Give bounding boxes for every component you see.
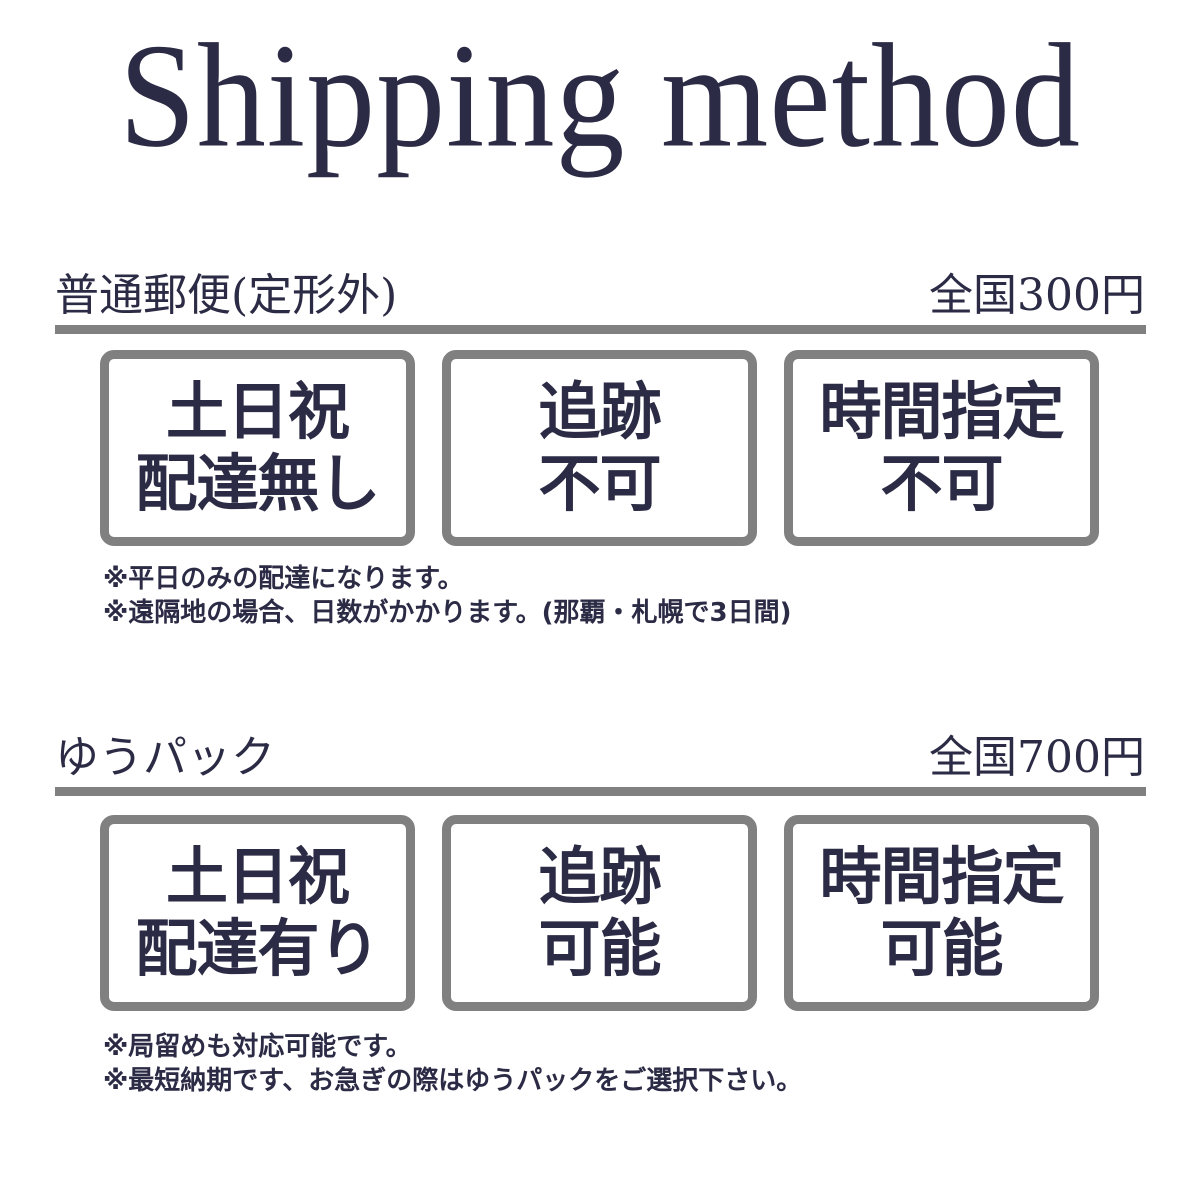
feature-line1: 追跡: [538, 840, 661, 913]
feature-line1: 時間指定: [819, 840, 1064, 913]
note: ※遠隔地の場合、日数がかかります。(那覇・札幌で3日間): [103, 598, 792, 628]
page-title: Shipping method: [119, 12, 1081, 178]
section-divider: [55, 325, 1146, 334]
feature-line1: 土日祝: [165, 375, 350, 448]
feature-line2: 配達有り: [135, 912, 380, 985]
feature-box-tracking: 追跡 可能: [442, 815, 757, 1011]
section-notes: ※平日のみの配達になります。 ※遠隔地の場合、日数がかかります。(那覇・札幌で3…: [103, 562, 792, 630]
note: ※局留めも対応可能です。: [103, 1032, 412, 1062]
section-name: ゆうパック: [55, 732, 275, 783]
section-divider: [55, 787, 1146, 796]
section-header: ゆうパック 全国700円: [55, 718, 1145, 788]
section-price: 全国300円: [929, 270, 1145, 321]
feature-line1: 追跡: [538, 375, 661, 448]
feature-box-time-designation: 時間指定 可能: [784, 815, 1099, 1011]
note: ※最短納期です、お急ぎの際はゆうパックをご選択下さい。: [103, 1066, 803, 1096]
feature-line2: 可能: [538, 912, 661, 985]
section-name: 普通郵便(定形外): [55, 270, 398, 321]
feature-line2: 可能: [880, 912, 1003, 985]
section-notes: ※局留めも対応可能です。 ※最短納期です、お急ぎの際はゆうパックをご選択下さい。: [103, 1030, 802, 1098]
feature-line2: 配達無し: [135, 447, 380, 520]
feature-box-time-designation: 時間指定 不可: [784, 350, 1099, 546]
feature-box-weekend-delivery: 土日祝 配達無し: [100, 350, 415, 546]
section-header: 普通郵便(定形外) 全国300円: [55, 256, 1145, 326]
feature-line1: 土日祝: [165, 840, 350, 913]
note: ※平日のみの配達になります。: [103, 564, 464, 594]
feature-line2: 不可: [880, 447, 1003, 520]
feature-line2: 不可: [538, 447, 661, 520]
feature-box-weekend-delivery: 土日祝 配達有り: [100, 815, 415, 1011]
feature-box-tracking: 追跡 不可: [442, 350, 757, 546]
section-price: 全国700円: [929, 732, 1145, 783]
feature-line1: 時間指定: [819, 375, 1064, 448]
